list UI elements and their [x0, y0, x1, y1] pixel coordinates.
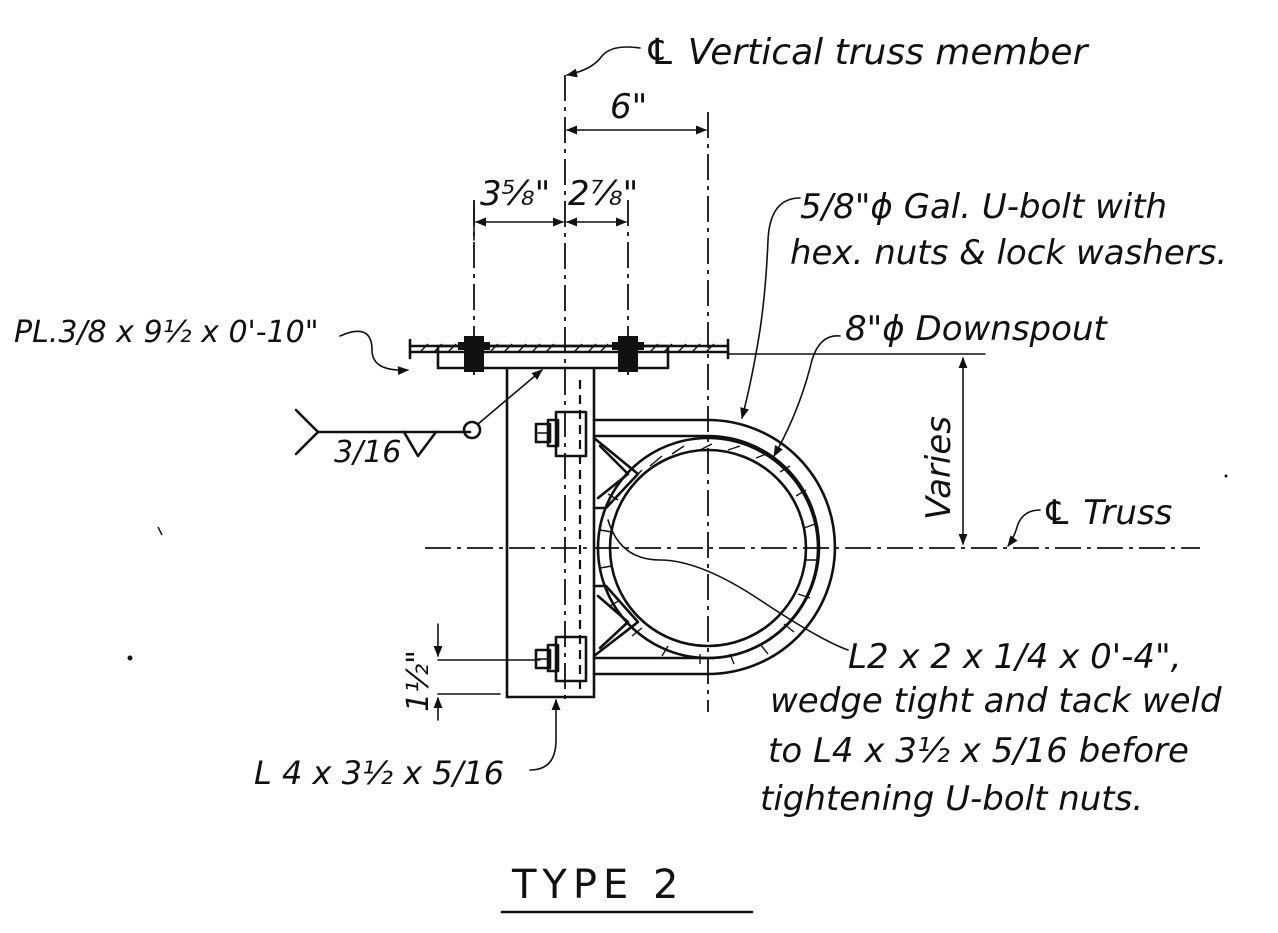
plate-leader: [339, 330, 410, 376]
clip-label-line2: wedge tight and tack weld: [770, 681, 1222, 721]
clip-label-line1: L2 x 2 x 1/4 x 0'-4",: [848, 637, 1181, 677]
angle-label: L 4 x 3½ x 5/16: [254, 754, 504, 792]
ubolt: [592, 418, 837, 676]
weld-symbol: [294, 369, 543, 458]
ubolt-leader: [740, 197, 801, 420]
angle-section: [505, 366, 596, 699]
dim-6-label: 6": [610, 87, 647, 127]
truss-cl-leader: [1007, 509, 1041, 547]
truss-cl-label: ℄ Truss: [1042, 493, 1172, 533]
ubolt-label-line1: 5/8"ϕ Gal. U-bolt with: [800, 187, 1167, 227]
downspout-leader: [773, 335, 841, 457]
clip-leader: [607, 519, 849, 651]
dim-2-7-8-label: 2⅞": [568, 174, 638, 214]
downspout-label: 8"ϕ Downspout: [845, 309, 1108, 349]
vertical-member-leader: [565, 46, 641, 78]
centerlines: [425, 75, 1200, 712]
angle-leader: [529, 698, 561, 771]
plate-label: PL.3/8 x 9½ x 0'-10": [14, 315, 319, 350]
dim-1-1-2-label: 1½": [401, 650, 436, 712]
left-plate-bolt: [464, 336, 484, 372]
varies-dimension: [727, 353, 986, 546]
vertical-member-label: ℄ Vertical truss member: [644, 32, 1090, 73]
clip-label-line3: to L4 x 3½ x 5/16 before: [768, 731, 1189, 771]
plate-bolts: [458, 336, 644, 372]
base-plate: [408, 338, 730, 370]
dim-3-5-8-label: 3⅝": [480, 174, 550, 214]
varies-label: Varies: [919, 416, 959, 520]
top-dimensions: [473, 125, 708, 241]
downspout-pipe: [596, 436, 820, 665]
clip-label-line4: tightening U-bolt nuts.: [760, 779, 1143, 819]
weld-size-label: 3/16: [334, 435, 401, 470]
ubolt-nuts: [534, 410, 588, 683]
drawing-title: TYPE 2: [511, 862, 684, 908]
ubolt-label-line2: hex. nuts & lock washers.: [790, 233, 1227, 273]
right-plate-bolt: [618, 336, 638, 372]
dim-1-1-2: [433, 623, 541, 721]
